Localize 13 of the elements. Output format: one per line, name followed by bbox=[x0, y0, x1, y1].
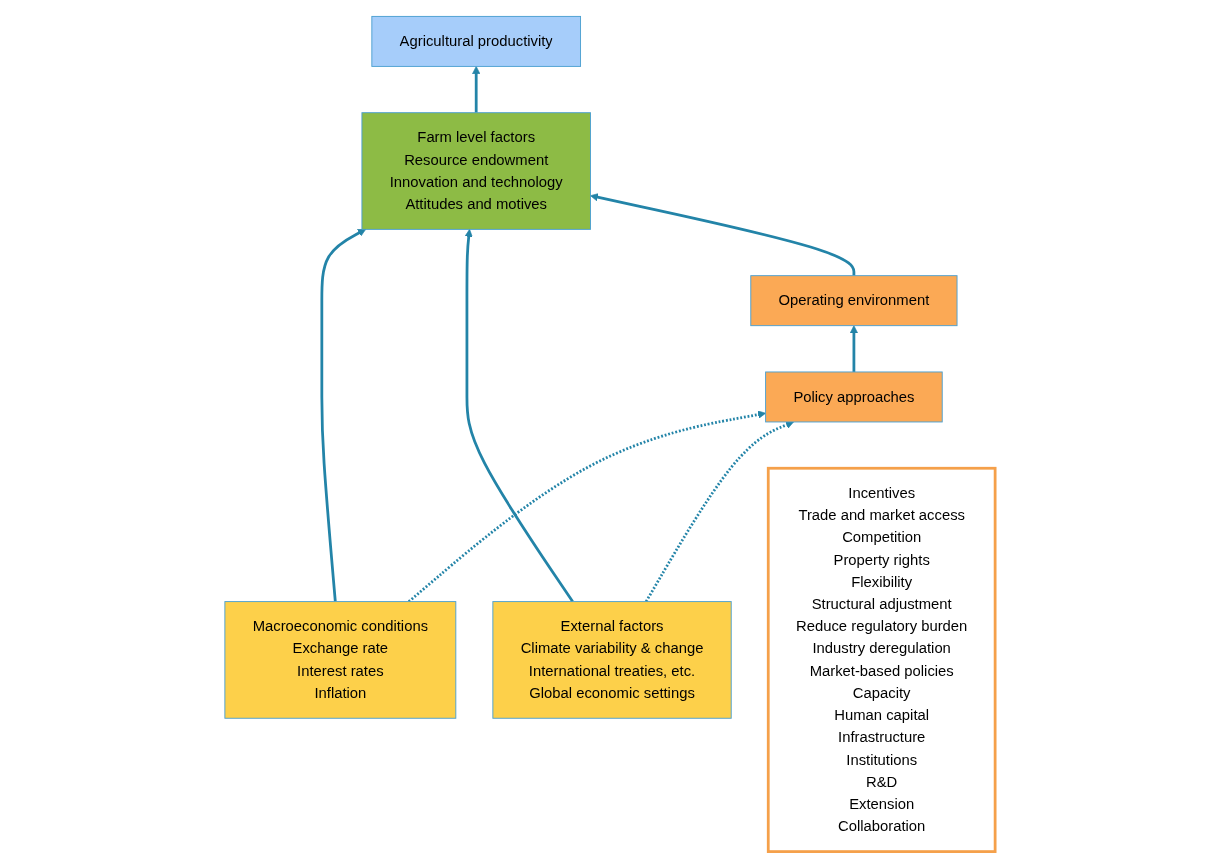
arrow bbox=[644, 421, 794, 603]
arrow bbox=[849, 325, 858, 372]
node-box: Incentives Trade and market access Competition Property rights Flexibility Structural adjustment Reduce regulatory burden Industry deregulation Market-based policies Capacity Human capital Infrastructure Institutions R&D Extension Collaboration bbox=[766, 466, 997, 853]
node-box: Operating environment bbox=[750, 275, 958, 327]
node-box: External factors Climate variability & change International treaties, etc. Global economic settings bbox=[492, 601, 732, 719]
arrow bbox=[472, 66, 481, 113]
node-box: Agricultural productivity bbox=[371, 15, 581, 67]
node-box: Macroeconomic conditions Exchange rate Interest rates Inflation bbox=[224, 601, 457, 719]
node-box: Farm level factors Resource endowment Innovation and technology Attitudes and motives bbox=[361, 112, 591, 230]
arrow bbox=[320, 229, 367, 602]
arrow bbox=[464, 229, 574, 603]
arrow bbox=[407, 410, 766, 603]
node-box: Policy approaches bbox=[765, 371, 943, 423]
